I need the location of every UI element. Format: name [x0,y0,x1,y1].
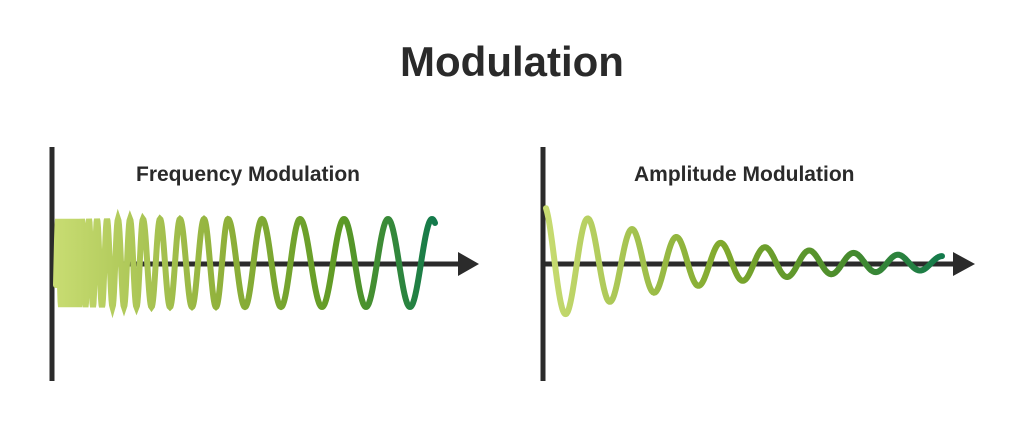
am-panel-title: Amplitude Modulation [634,163,855,186]
fm-wave [53,208,438,319]
fm-axis-arrowhead [458,252,479,276]
diagram-title: Modulation [400,38,624,85]
am-wave [543,205,945,318]
am-axis-arrowhead [953,252,975,276]
fm-panel-title: Frequency Modulation [136,163,361,186]
